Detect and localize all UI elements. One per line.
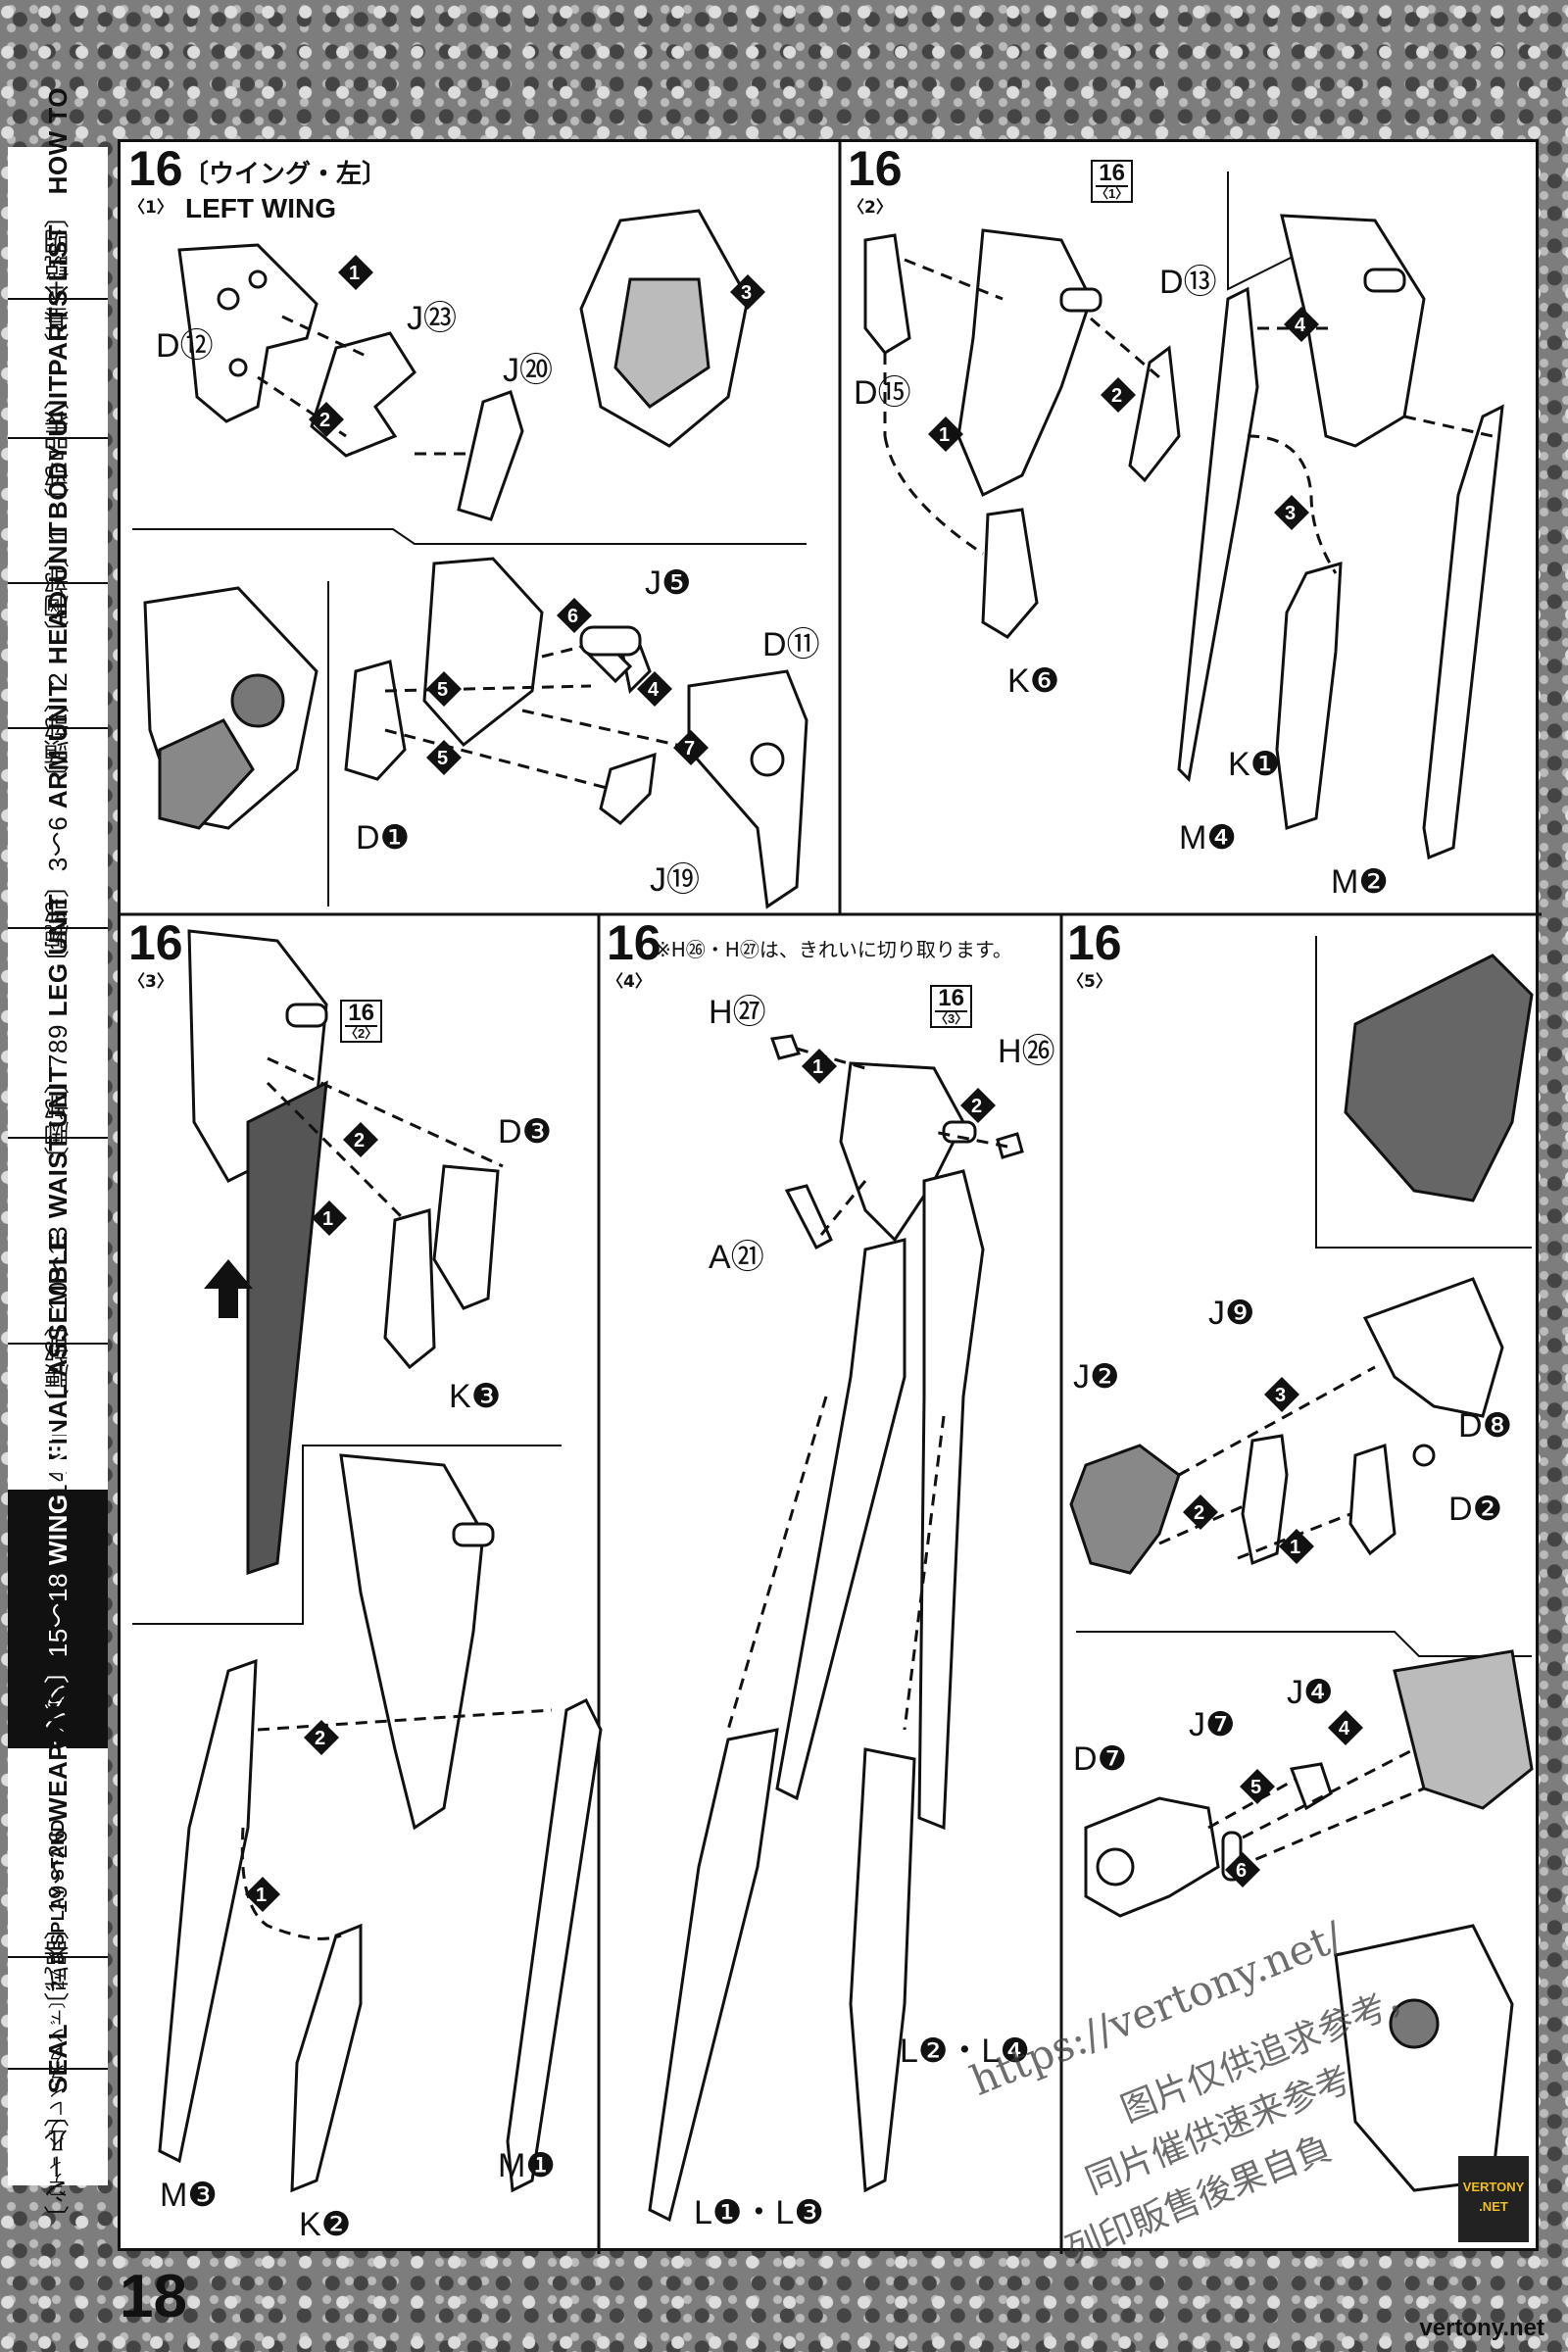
instruction-sheet: 16 〈1〉 〔ウイング・左〕 LEFT WING [118, 139, 1542, 2271]
cut-note: ※H㉖・H㉗は、きれいに切り取ります。 [655, 938, 1012, 961]
sidebar: 〔基本説明〕 HOW TO 〔部品表〕 PARTS LIST 〔胸部〕1 BOD… [8, 87, 108, 2231]
footer-url[interactable]: vertony.net [1419, 2315, 1544, 2341]
tab-how-to[interactable]: 〔基本説明〕 HOW TO [8, 87, 108, 358]
part-label-d12: D⑫ [156, 327, 214, 365]
tab-wing-unit[interactable]: 〔ウイング〕15〜18 WING UNIT [8, 1425, 108, 1813]
tab-display-stand[interactable]: 〔ディスプレイスタンド〕27 DISPLAY STAND [8, 1819, 108, 2207]
part-label-m2: M❷ [1331, 863, 1389, 901]
part-label-j23: J㉓ [407, 300, 457, 337]
step-number-p5: 16 [1067, 915, 1122, 970]
substep-p1: 〈1〉 [128, 198, 173, 218]
step-number-p3: 16 [128, 915, 183, 970]
part-label-m1: M❶ [498, 2147, 556, 2184]
tab-final-assemble[interactable]: 〔完成〕14 FINAL ASSEMBLE [8, 1232, 108, 1602]
title-jp-p1: 〔ウイング・左〕 [183, 160, 388, 189]
step-number-p1: 16 [128, 141, 183, 196]
part-label-a21: A㉑ [709, 1239, 764, 1276]
part-label-h26: H㉖ [998, 1033, 1055, 1070]
part-label-m4: M❹ [1179, 819, 1237, 857]
vertony-badge: VERTONY.NET [1458, 2156, 1529, 2242]
part-label-k3: K❸ [449, 1378, 502, 1415]
tab-seal[interactable]: 〔シール〕 SEAL [43, 2024, 73, 2231]
part-label-j19: J⑲ [650, 861, 700, 899]
part-label-d7: D❼ [1073, 1740, 1128, 1778]
panel-grid [121, 142, 1542, 2254]
page-number: 18 [120, 2263, 187, 2330]
substep-p2: 〈2〉 [848, 198, 893, 218]
part-label-d13: D⑬ [1159, 264, 1217, 301]
tab-weapons[interactable]: 〔武器〕19〜26 WEAPONS [8, 1687, 108, 2018]
part-label-j20: J⑳ [503, 352, 553, 389]
ref-box-p2: 16〈1〉 [1091, 160, 1134, 203]
part-label-j2: J❷ [1073, 1358, 1120, 1396]
part-label-d15: D⑮ [854, 374, 911, 412]
part-label-d8: D❽ [1458, 1407, 1513, 1445]
tab-leg-unit[interactable]: 〔脚部〕789 LEG UNIT [8, 894, 108, 1172]
part-label-d2: D❷ [1448, 1491, 1503, 1528]
part-label-j4: J❹ [1287, 1674, 1334, 1711]
part-label-m3: M❸ [160, 2177, 218, 2214]
part-label-d11: D⑪ [762, 626, 820, 663]
part-label-j5: J❺ [645, 564, 692, 602]
tab-parts-list[interactable]: 〔部品表〕 PARTS LIST [8, 224, 108, 514]
part-label-k2: K❷ [299, 2206, 352, 2243]
part-label-d1: D❶ [356, 819, 411, 857]
part-label-l2-l4: L❷・L❹ [900, 2033, 1030, 2070]
tab-arm-unit[interactable]: 〔腕部〕3〜6 ARM UNIT [8, 680, 108, 976]
part-label-j9: J❾ [1208, 1295, 1255, 1332]
tab-head-unit[interactable]: 〔頭部〕2 HEAD UNIT [8, 521, 108, 790]
part-label-k6: K❻ [1007, 662, 1060, 700]
ref-box-p4: 16〈3〉 [930, 985, 973, 1028]
title-en-p1: LEFT WING [185, 193, 336, 223]
part-label-l1-l3: L❶・L❸ [694, 2194, 824, 2231]
step-number-p4: 16 [607, 915, 662, 970]
step-number-p2: 16 [848, 141, 903, 196]
part-label-j7: J❼ [1189, 1706, 1236, 1743]
tab-body-unit[interactable]: 〔胸部〕1 BODY UNIT [8, 375, 108, 646]
tab-waist-unit[interactable]: 〔腰部〕10〜13 WAIST UNIT [8, 1066, 108, 1415]
substep-p3: 〈3〉 [128, 972, 173, 992]
part-label-d3: D❸ [498, 1113, 553, 1151]
part-label-k1: K❶ [1228, 746, 1281, 783]
substep-p4: 〈4〉 [607, 972, 652, 992]
ref-box-p3: 16〈2〉 [340, 1000, 383, 1043]
part-label-h27: H㉗ [709, 994, 766, 1031]
substep-p5: 〈5〉 [1067, 972, 1112, 992]
